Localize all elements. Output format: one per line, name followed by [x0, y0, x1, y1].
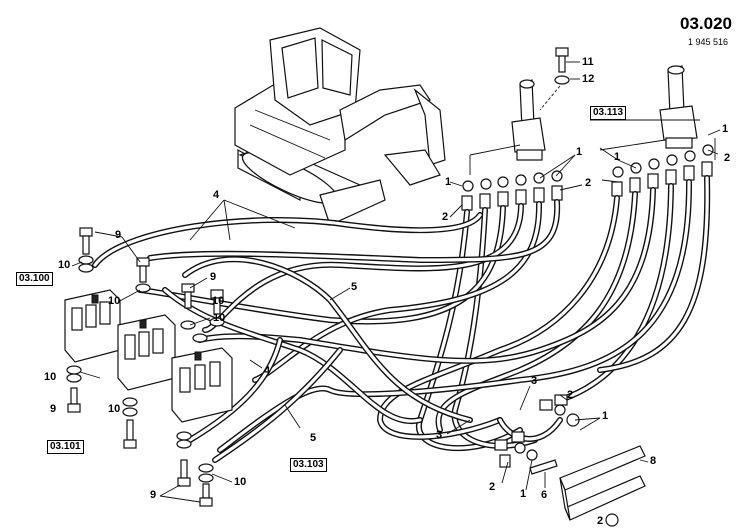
- leader-lines: [71, 129, 721, 503]
- callout-10: 10: [58, 259, 71, 271]
- callout-10: 10: [108, 403, 121, 415]
- ref-box-valve-2: 03.101: [47, 440, 84, 454]
- callout-1: 1: [602, 410, 609, 422]
- joystick-fittings: [461, 119, 716, 211]
- callout-1: 1: [445, 176, 452, 188]
- callout-1: 1: [614, 151, 621, 163]
- bracket-plate: [559, 445, 646, 527]
- ref-box-valve-3: 03.103: [290, 458, 327, 472]
- callout-5: 5: [351, 281, 358, 293]
- callout-6: 6: [541, 489, 548, 501]
- callout-4: 4: [264, 365, 271, 377]
- valve-block-3: [171, 347, 233, 423]
- callout-12: 12: [582, 73, 595, 85]
- callout-11: 11: [582, 56, 594, 68]
- valve-block-2: [117, 314, 176, 391]
- joystick-right: [659, 65, 698, 149]
- callout-10: 10: [213, 312, 226, 324]
- callout-1: 1: [520, 488, 527, 500]
- callout-9: 9: [115, 229, 122, 241]
- callout-9: 9: [210, 271, 217, 283]
- callout-10: 10: [108, 295, 121, 307]
- callout-10: 10: [234, 476, 247, 488]
- callout-9: 9: [50, 403, 57, 415]
- callout-3: 3: [436, 429, 443, 441]
- callout-2: 2: [724, 152, 731, 164]
- callout-2: 2: [567, 389, 574, 401]
- callout-2: 2: [489, 481, 496, 493]
- callout-2: 2: [597, 515, 604, 527]
- bolt-11: [555, 47, 569, 73]
- callout-3: 3: [531, 375, 538, 387]
- callout-8: 8: [650, 455, 657, 467]
- callout-2: 2: [442, 211, 449, 223]
- bolts-and-washers: [66, 227, 225, 507]
- callout-4: 4: [213, 189, 220, 201]
- callout-1: 1: [722, 123, 729, 135]
- ref-box-joysticks: 03.113: [590, 106, 627, 120]
- valve-block-1: [64, 289, 121, 363]
- callout-10: 10: [212, 295, 225, 307]
- callout-1: 1: [576, 146, 583, 158]
- part-number: 1 945 516: [687, 37, 728, 47]
- callout-2: 2: [585, 177, 592, 189]
- lower-fittings: [494, 394, 580, 475]
- ref-box-valve-1: 03.100: [16, 272, 53, 286]
- callout-5: 5: [310, 432, 317, 444]
- joystick-left: [511, 79, 546, 161]
- page-number: 03.020: [680, 14, 732, 33]
- callout-10: 10: [44, 371, 57, 383]
- excavator-illustration: [234, 27, 446, 226]
- callout-9: 9: [150, 489, 157, 501]
- washer-12: [554, 75, 570, 85]
